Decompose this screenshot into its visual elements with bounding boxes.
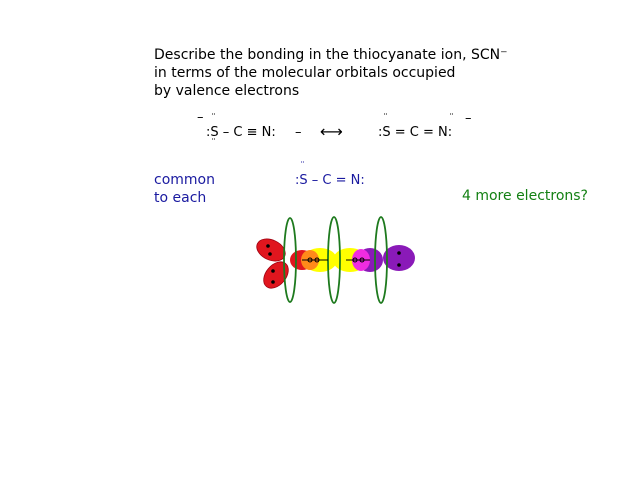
electron bbox=[266, 244, 270, 248]
right-resonance-structure: :S = C = N: bbox=[378, 125, 453, 140]
s-pi-ring bbox=[283, 217, 297, 303]
left-resonance-structure: :S – C ≡ N: bbox=[206, 125, 276, 140]
electron bbox=[271, 269, 275, 273]
left-ring-charge: – bbox=[295, 125, 302, 140]
question-line-3: by valence electrons bbox=[154, 83, 300, 99]
n-pi-ring bbox=[374, 216, 388, 304]
electron bbox=[352, 257, 358, 263]
left-s-lone-pair-top: ¨ bbox=[211, 113, 216, 124]
electron bbox=[271, 280, 275, 284]
common-s-lone-pair: ¨ bbox=[300, 161, 305, 172]
left-formal-charge: – bbox=[197, 110, 204, 125]
electron bbox=[268, 252, 272, 256]
s-lobe-lower bbox=[263, 261, 289, 289]
electron bbox=[307, 257, 313, 263]
question-line-1: Describe the bonding in the thiocyanate … bbox=[154, 47, 508, 63]
n-lone-pair-lobe bbox=[383, 245, 415, 271]
electron bbox=[397, 251, 401, 255]
electron bbox=[314, 257, 320, 263]
left-s-lone-pair-bottom: ¨ bbox=[211, 138, 216, 149]
resonance-arrow: ⟷ bbox=[320, 122, 343, 141]
common-label-line-2: to each bbox=[154, 190, 207, 206]
common-structure: :S – C = N: bbox=[295, 173, 365, 188]
common-label-line-1: common bbox=[154, 172, 215, 188]
right-s-lone-pair-top: ¨ bbox=[383, 113, 388, 124]
electron bbox=[359, 257, 365, 263]
electron bbox=[397, 263, 401, 267]
right-n-lone-pair-top: ¨ bbox=[449, 113, 454, 124]
more-electrons-question: 4 more electrons? bbox=[462, 188, 588, 204]
question-line-2: in terms of the molecular orbitals occup… bbox=[154, 65, 456, 81]
right-formal-charge: – bbox=[465, 111, 472, 126]
